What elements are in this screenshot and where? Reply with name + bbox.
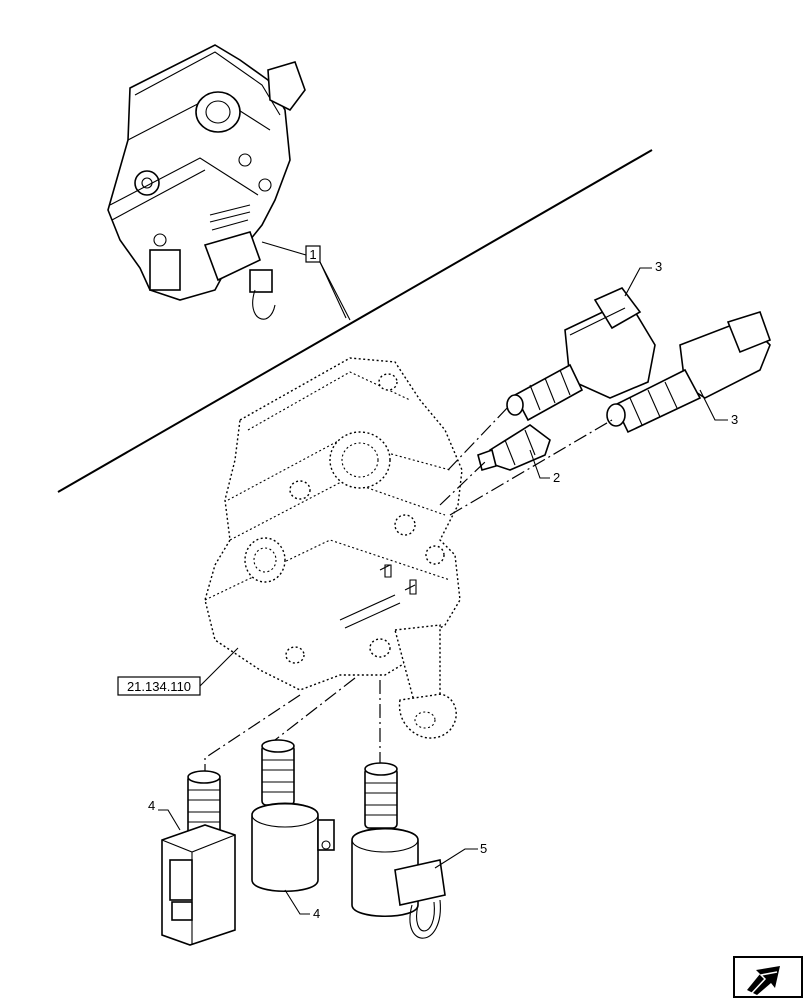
callout-3-top-label: 3 bbox=[655, 259, 662, 274]
solenoid-valve-3-lower bbox=[606, 311, 772, 434]
callout-4-center: 4 bbox=[284, 889, 320, 921]
callout-5-label: 5 bbox=[480, 841, 487, 856]
callout-1-label: 1 bbox=[309, 247, 316, 262]
reference-box[interactable]: 21.134.110 bbox=[117, 647, 239, 696]
callout-4-left-label: 4 bbox=[148, 798, 155, 813]
reference-box-label: 21.134.110 bbox=[127, 679, 191, 694]
next-page-arrow-icon[interactable] bbox=[733, 956, 803, 998]
callout-1: 1 bbox=[261, 241, 351, 321]
callout-4-center-label: 4 bbox=[313, 906, 320, 921]
solenoid-valve-4-center bbox=[251, 739, 335, 893]
solenoid-valve-5 bbox=[351, 762, 446, 939]
divider-line bbox=[57, 149, 653, 493]
callout-3-right: 3 bbox=[699, 389, 738, 427]
valve-body-ghost bbox=[204, 357, 463, 739]
callout-2: 2 bbox=[529, 449, 560, 485]
valve-assembly-overview bbox=[107, 44, 306, 320]
solenoid-valve-3-upper bbox=[506, 287, 656, 422]
callout-3-right-label: 3 bbox=[731, 412, 738, 427]
solenoid-valve-4-left bbox=[161, 770, 236, 946]
callout-4-left: 4 bbox=[148, 798, 181, 831]
callout-3-top: 3 bbox=[624, 259, 662, 297]
callout-5: 5 bbox=[434, 841, 487, 869]
callout-2-label: 2 bbox=[553, 470, 560, 485]
